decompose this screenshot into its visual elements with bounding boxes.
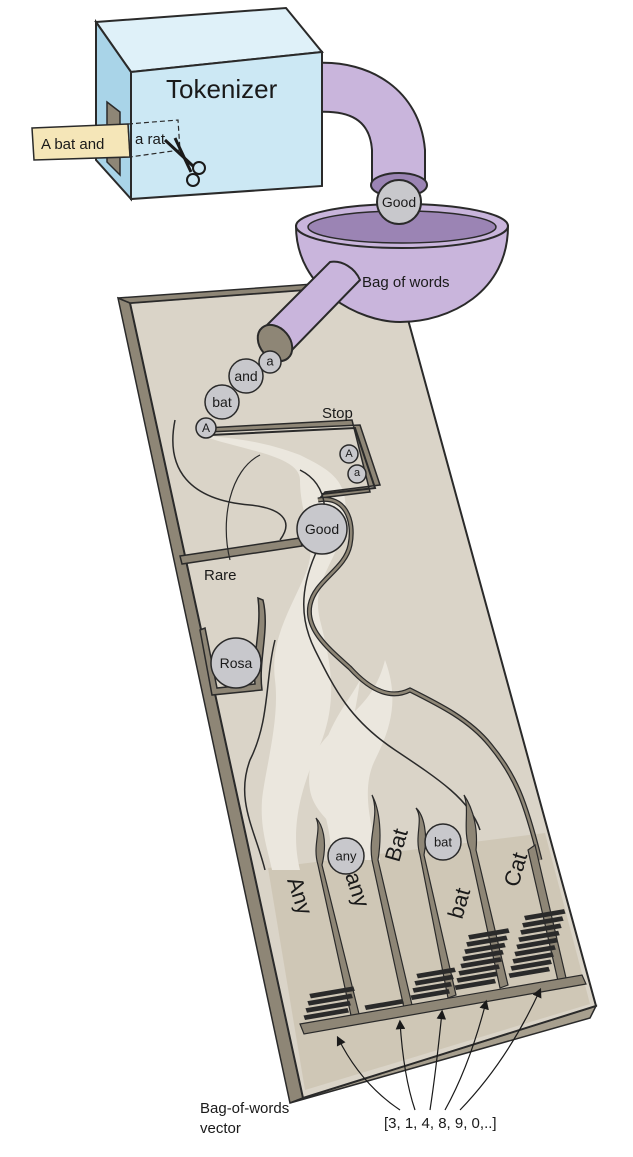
vector-caption-line2: vector <box>200 1120 241 1137</box>
vector-value: [3, 1, 4, 8, 9, 0,..] <box>384 1115 497 1132</box>
token-a-label: a <box>266 354 274 369</box>
tokenizer-title: Tokenizer <box>166 74 278 104</box>
token-bat-label: bat <box>212 394 232 410</box>
paper-text-right: a rat <box>135 131 166 148</box>
sorting-board: Any any Bat bat Cat Stop Rare <box>118 278 596 1103</box>
token-A-label: A <box>202 421 210 435</box>
token-rosa-label: Rosa <box>220 655 253 671</box>
bag-label: Bag of words <box>362 274 450 291</box>
stop-label: Stop <box>322 405 353 422</box>
token-good-label: Good <box>305 521 339 537</box>
pipe-curve <box>316 63 425 185</box>
paper-text-left: A bat and <box>41 136 104 153</box>
vector-caption-line1: Bag-of-words <box>200 1100 289 1117</box>
token-and-label: and <box>234 368 257 384</box>
stop-token-A-label: A <box>345 448 353 460</box>
rare-label: Rare <box>204 567 237 584</box>
stop-token-a-label: a <box>354 467 361 479</box>
tokenizer-box: Tokenizer A bat and a rat <box>32 8 322 199</box>
token-good-in-pipe-label: Good <box>382 194 416 210</box>
token-bat-bin-label: bat <box>434 835 452 850</box>
token-any-label: any <box>336 849 357 864</box>
